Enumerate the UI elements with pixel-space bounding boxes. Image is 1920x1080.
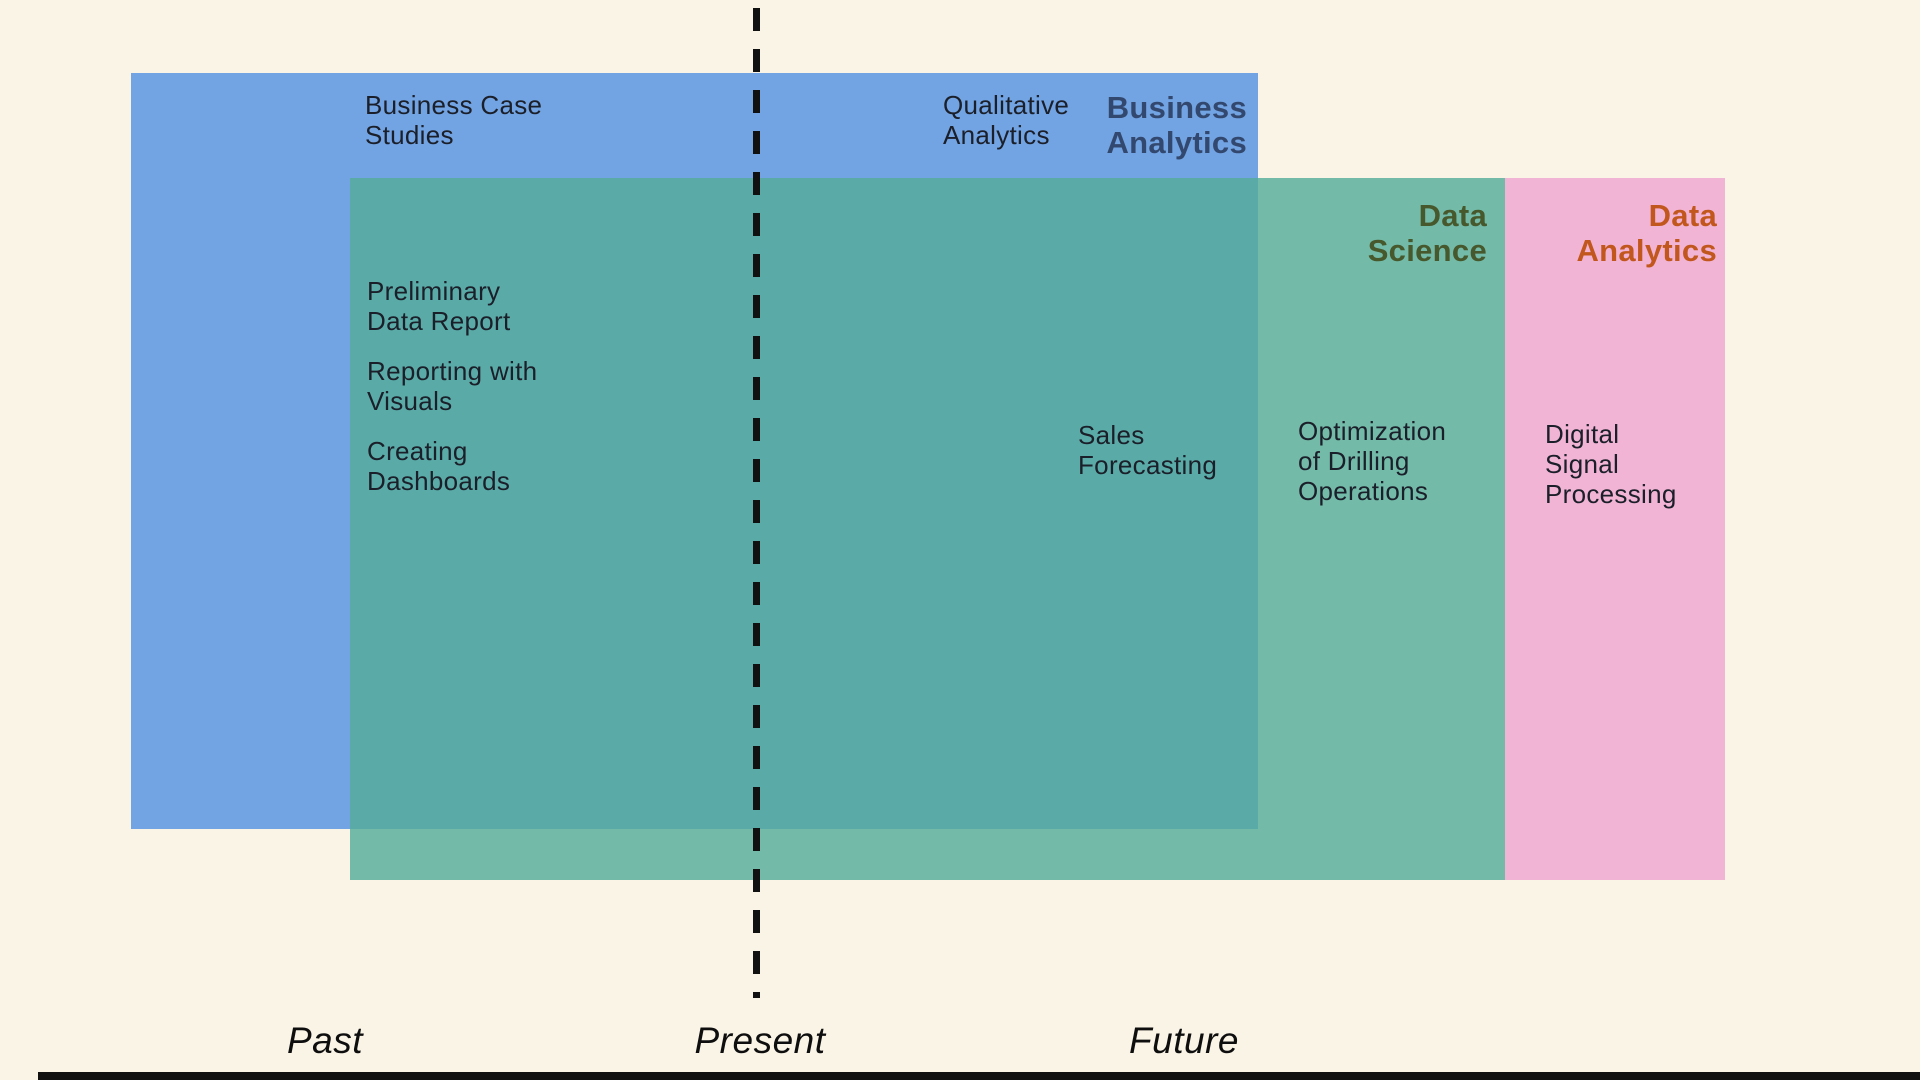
region-title-data-analytics: Data Analytics xyxy=(1576,198,1717,268)
label-preliminary-data-report: Preliminary Data Report xyxy=(367,276,511,336)
region-title-business-analytics: Business Analytics xyxy=(1106,90,1247,160)
data-analytics-region xyxy=(1505,178,1725,880)
overlap-item-list: Preliminary Data Report Reporting with V… xyxy=(367,276,537,516)
axis-label-future: Future xyxy=(1129,1020,1239,1061)
region-title-data-science: Data Science xyxy=(1367,198,1487,268)
axis-label-past: Past xyxy=(286,1020,364,1061)
label-creating-dashboards: Creating Dashboards xyxy=(367,436,511,496)
axis-label-present: Present xyxy=(694,1020,826,1061)
present-divider-dashed-line xyxy=(753,8,760,998)
label-sales-forecasting: Sales Forecasting xyxy=(1078,420,1218,480)
label-qualitative-analytics: Qualitative Analytics xyxy=(943,90,1070,150)
label-optimization-of-drilling-operations: Optimization of Drilling Operations xyxy=(1298,416,1447,506)
label-business-case-studies: Business Case Studies xyxy=(365,90,543,150)
data-science-region xyxy=(350,178,1505,880)
label-digital-signal-processing: Digital Signal Processing xyxy=(1545,419,1677,509)
label-reporting-with-visuals: Reporting with Visuals xyxy=(367,356,538,416)
bottom-border-bar xyxy=(38,1072,1920,1080)
